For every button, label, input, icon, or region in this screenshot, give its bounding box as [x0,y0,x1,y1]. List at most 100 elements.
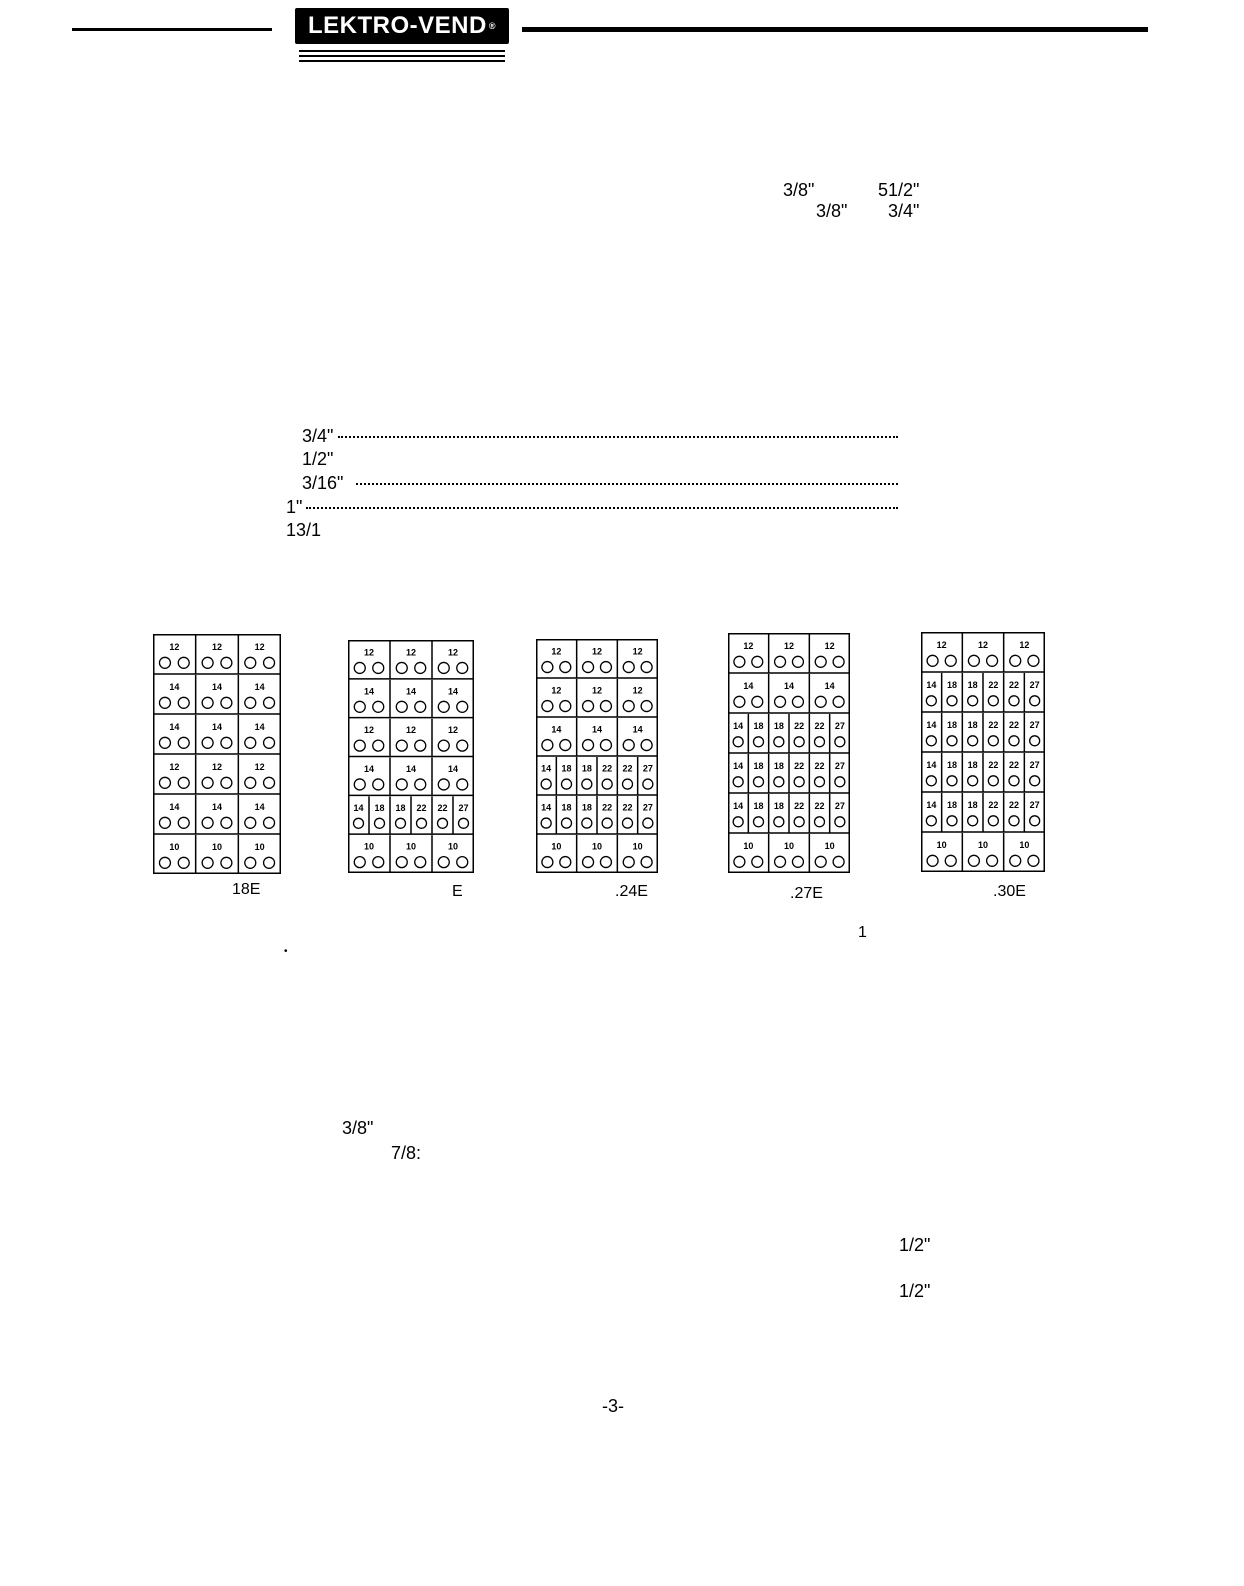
selection-number: 18 [947,720,957,730]
coin-slot-circle [621,817,634,829]
selection-number: 27 [643,764,653,774]
selection-number: 10 [255,842,265,852]
selection-number: 14 [733,721,743,731]
coin-slot-circle [581,817,593,829]
coin-slot-circle [177,696,190,709]
coin-slot-circle [220,696,233,709]
selection-number: 22 [622,803,632,813]
text-fragment: 3/8" [342,1118,374,1138]
coin-slot-circle [967,854,981,867]
coin-slot-circle [262,656,276,669]
coin-slot-circle [791,695,805,708]
coin-slot-circle [832,695,845,708]
coin-slot-circle [437,778,450,791]
selection-number: 14 [364,686,374,696]
coin-slot-circle [1029,815,1041,827]
coin-slot-circle [201,816,214,829]
coin-slot-circle [925,815,937,827]
selection-number: 22 [416,803,426,813]
selection-number: 14 [255,682,265,692]
coin-slot-circle [372,739,385,752]
selection-number: 12 [978,640,988,650]
coin-slot-circle [793,776,805,788]
coin-slot-circle [793,816,805,828]
selection-number: 14 [406,686,416,696]
coin-slot-circle [220,736,233,749]
coin-slot-circle [925,695,937,707]
coin-slot-circle [1027,654,1040,667]
coin-slot-circle [414,739,427,752]
selection-number: 14 [212,682,222,692]
coin-slot-circle [773,655,787,668]
selection-number: 12 [448,725,458,735]
coin-slot-circle [1029,735,1041,747]
selection-number: 10 [448,842,458,852]
coin-slot-circle [967,775,979,787]
selection-number: 14 [633,725,643,735]
coin-slot-circle [353,778,366,791]
coin-slot-circle [944,854,957,867]
selection-number: 14 [825,681,835,691]
coin-slot-circle [987,775,999,787]
coin-slot-circle [1008,735,1020,747]
coin-slot-circle [733,855,746,868]
selection-number: 18 [947,760,957,770]
coin-slot-circle [814,695,827,708]
list-label: 1" [286,497,303,517]
selection-number: 10 [406,842,416,852]
coin-slot-circle [640,855,653,869]
selection-number: 18 [582,803,592,813]
coin-slot-circle [559,660,572,674]
selection-number: 22 [1009,800,1019,810]
coin-slot-circle [987,815,999,827]
coin-slot-circle [201,696,214,709]
logo-stripe [299,50,505,52]
coin-slot-circle [967,654,981,667]
coin-slot-circle [158,656,172,669]
text-fragment: 3/8" [816,201,848,221]
selection-number: 22 [794,761,804,771]
selection-number: 22 [988,680,998,690]
selection-number: 14 [353,803,363,813]
selection-number: 14 [448,686,458,696]
coin-slot-circle [967,735,979,747]
logo-stripe [299,55,505,57]
coin-slot-circle [732,776,744,788]
coin-slot-circle [220,856,233,869]
coin-slot-circle [395,739,408,752]
coin-slot-circle [773,816,785,828]
coin-slot-circle [372,855,385,869]
coin-slot-circle [581,778,593,790]
coin-slot-circle [177,776,190,789]
selection-number: 10 [978,840,988,850]
selection-number: 14 [541,764,551,774]
text-fragment: 1 [858,924,867,941]
coin-slot-circle [177,816,190,829]
coin-slot-circle [813,776,826,788]
coin-slot-circle [201,736,214,749]
coin-slot-circle [946,775,958,787]
coin-slot-circle [926,854,939,867]
selection-number: 12 [406,725,416,735]
registered-mark: ® [488,21,496,31]
selection-number: 18 [968,800,978,810]
coin-slot-circle [437,739,450,752]
coin-slot-circle [599,660,613,674]
coin-slot-circle [220,656,233,669]
selection-number: 22 [1009,720,1019,730]
coin-slot-circle [244,736,257,749]
selection-number: 18 [753,801,763,811]
coin-slot-circle [437,700,450,713]
selection-number: 10 [169,842,179,852]
selection-number: 14 [926,760,936,770]
selection-number: 27 [1030,720,1040,730]
coin-slot-circle [813,736,826,748]
selection-number: 14 [551,725,561,735]
coin-slot-circle [456,700,469,713]
coin-slot-circle [599,738,613,752]
coin-slot-circle [177,656,190,669]
selection-number: 10 [1019,840,1029,850]
selection-number: 18 [968,720,978,730]
selection-number: 22 [1009,680,1019,690]
